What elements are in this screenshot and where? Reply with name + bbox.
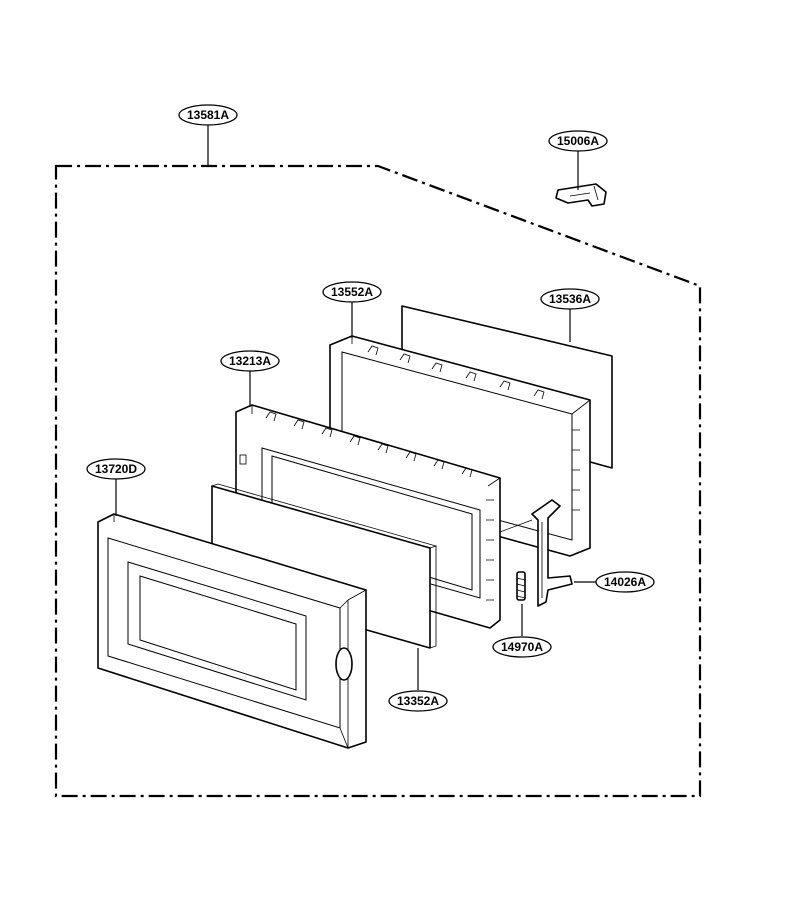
label-13552a: 13552A (322, 281, 382, 303)
label-15006a: 15006A (548, 130, 608, 152)
part-13720d-door (97, 513, 367, 749)
svg-text:13213A: 13213A (229, 354, 271, 368)
label-13536a: 13536A (540, 288, 600, 310)
label-13581a: 13581A (178, 104, 238, 126)
svg-text:13352A: 13352A (397, 694, 439, 708)
part-15006a-bracket (555, 183, 607, 207)
label-13213a: 13213A (220, 350, 280, 372)
part-14026a-latch (499, 499, 573, 607)
svg-text:13720D: 13720D (95, 462, 137, 476)
leader-lines (115, 124, 596, 690)
frame-top-teeth (265, 411, 494, 601)
frame-tabs (367, 345, 580, 511)
svg-text:13552A: 13552A (331, 285, 373, 299)
label-13352a: 13352A (388, 690, 448, 712)
svg-text:14970A: 14970A (501, 640, 543, 654)
svg-text:13536A: 13536A (549, 292, 591, 306)
label-14970a: 14970A (492, 636, 552, 658)
label-13720d: 13720D (86, 458, 146, 480)
svg-text:14026A: 14026A (604, 575, 646, 589)
svg-text:15006A: 15006A (557, 134, 599, 148)
door-handle-recess (335, 647, 353, 681)
part-14970a-spring (516, 571, 526, 601)
label-14026a: 14026A (595, 571, 655, 593)
assembly-boundary (54, 164, 702, 798)
frame-slot (239, 454, 247, 465)
svg-text:13581A: 13581A (187, 108, 229, 122)
